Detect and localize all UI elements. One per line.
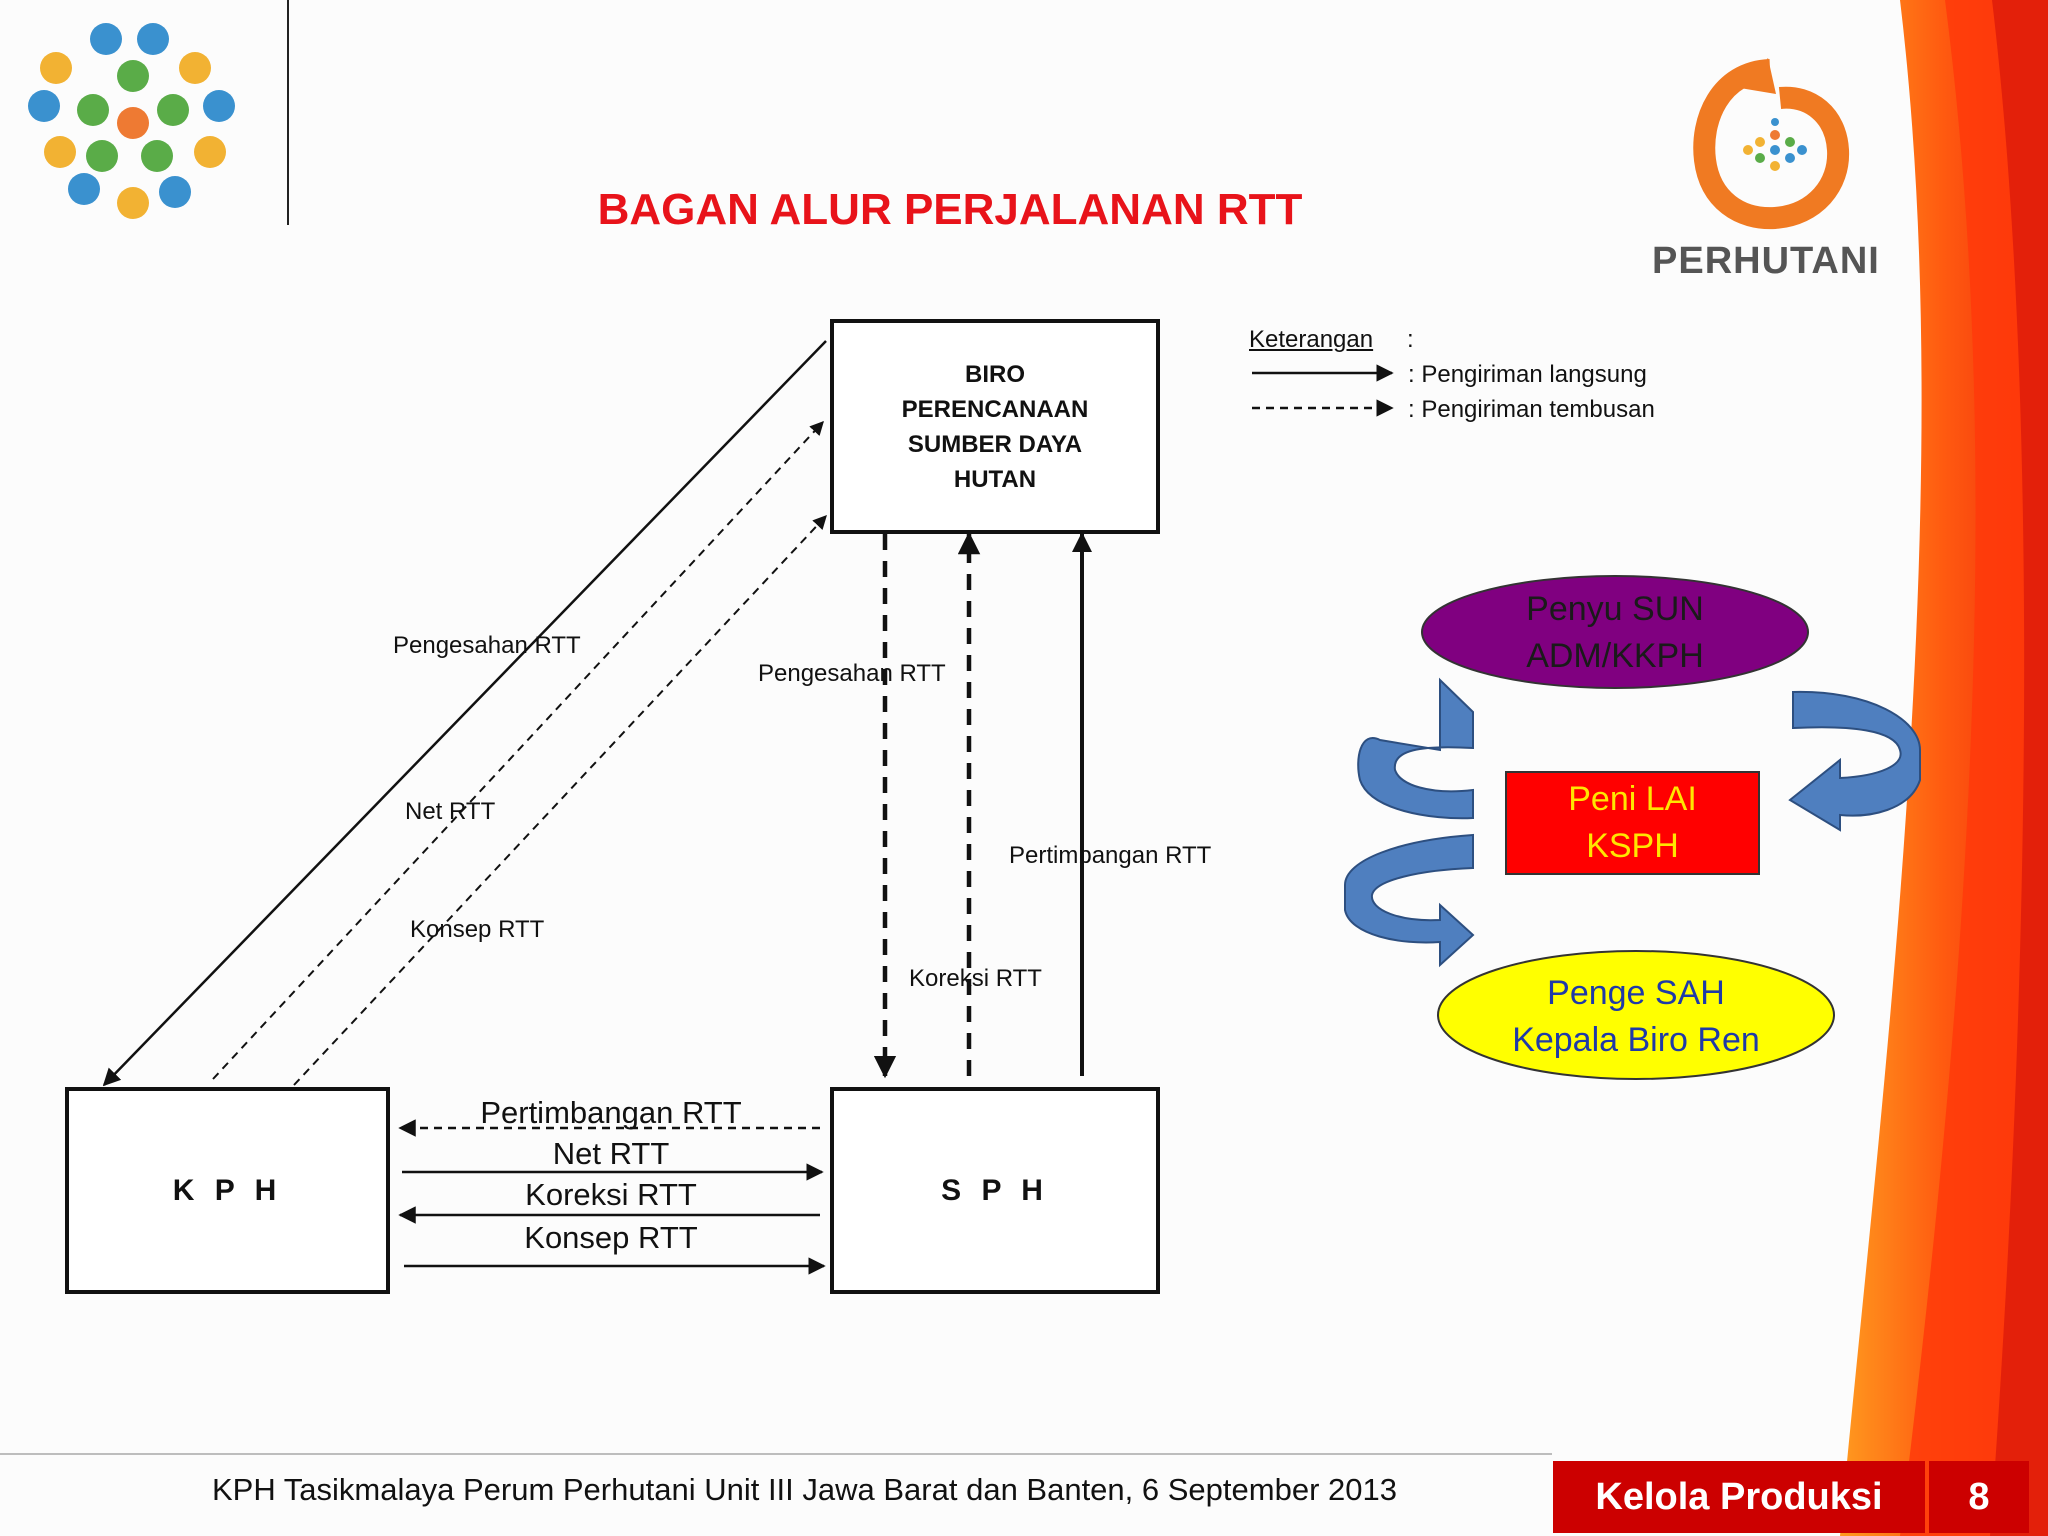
- label-net-horizontal: Net RTT: [552, 1136, 670, 1171]
- perhutani-logo-text: PERHUTANI: [1652, 240, 1880, 282]
- legend-dashed-label: : Pengiriman tembusan: [1408, 396, 1655, 423]
- box-biro-line: SUMBER DAYA: [907, 430, 1083, 458]
- label-pengesahan-vertical: Pengesahan RTT: [758, 660, 946, 687]
- oval-penyusun: [1421, 575, 1809, 689]
- label-pengesahan-diagonal: Pengesahan RTT: [393, 632, 581, 659]
- arrow-konsep-diagonal: [293, 514, 827, 1086]
- box-kph: K P H: [65, 1087, 390, 1294]
- oval-bottom-text: Penge SAH Kepala Biro Ren: [1480, 970, 1792, 1064]
- legend-solid-label: : Pengiriman langsung: [1408, 361, 1647, 388]
- box-biro-line: PERENCANAAN: [901, 395, 1089, 423]
- footer-caption: KPH Tasikmalaya Perum Perhutani Unit III…: [212, 1472, 1397, 1507]
- oval-pengesahan: [1437, 950, 1835, 1080]
- oval-bottom-line: Penge SAH: [1547, 974, 1725, 1012]
- rect-middle-line: Peni LAI: [1568, 780, 1697, 818]
- footer-divider: [0, 1453, 1552, 1455]
- box-biro: BIRO PERENCANAAN SUMBER DAYA HUTAN: [830, 319, 1160, 534]
- box-biro-line: BIRO: [965, 360, 1025, 388]
- curved-arrow-left-top: [1357, 677, 1474, 820]
- footer-page-number: 8: [1929, 1461, 2029, 1533]
- curved-arrow-right: [1788, 690, 1921, 832]
- box-sph: S P H: [830, 1087, 1160, 1294]
- footer-section-badge: Kelola Produksi: [1553, 1461, 1925, 1533]
- rect-middle: Peni LAI KSPH: [1505, 771, 1760, 875]
- box-biro-line: HUTAN: [953, 465, 1037, 493]
- label-koreksi-horizontal: Koreksi RTT: [525, 1177, 697, 1212]
- label-konsep-diagonal: Konsep RTT: [410, 916, 545, 943]
- oval-top-line: ADM/KKPH: [1526, 637, 1704, 675]
- legend-title: Keterangan: [1249, 326, 1374, 353]
- header-divider: [287, 0, 289, 225]
- label-koreksi-vertical: Koreksi RTT: [909, 965, 1042, 992]
- oval-top-line: Penyu SUN: [1526, 590, 1704, 628]
- arrow-pengesahan-diagonal: [102, 340, 827, 1087]
- dots-logo: [28, 23, 235, 219]
- oval-bottom-line: Kepala Biro Ren: [1512, 1021, 1760, 1059]
- legend-colon: :: [1407, 326, 1414, 353]
- label-konsep-horizontal: Konsep RTT: [524, 1220, 698, 1255]
- label-pertimbangan-horizontal: Pertimbangan RTT: [480, 1095, 742, 1130]
- label-net-diagonal: Net RTT: [405, 798, 496, 825]
- oval-top-text: Penyu SUN ADM/KKPH: [1480, 586, 1750, 680]
- curved-arrow-left-bottom: [1344, 833, 1475, 968]
- page-title: BAGAN ALUR PERJALANAN RTT: [597, 185, 1303, 234]
- arrow-net-diagonal: [212, 420, 824, 1080]
- perhutani-logo-icon: [1693, 58, 1850, 230]
- label-pertimbangan-vertical: Pertimbangan RTT: [1009, 842, 1212, 869]
- rect-middle-line: KSPH: [1586, 827, 1679, 865]
